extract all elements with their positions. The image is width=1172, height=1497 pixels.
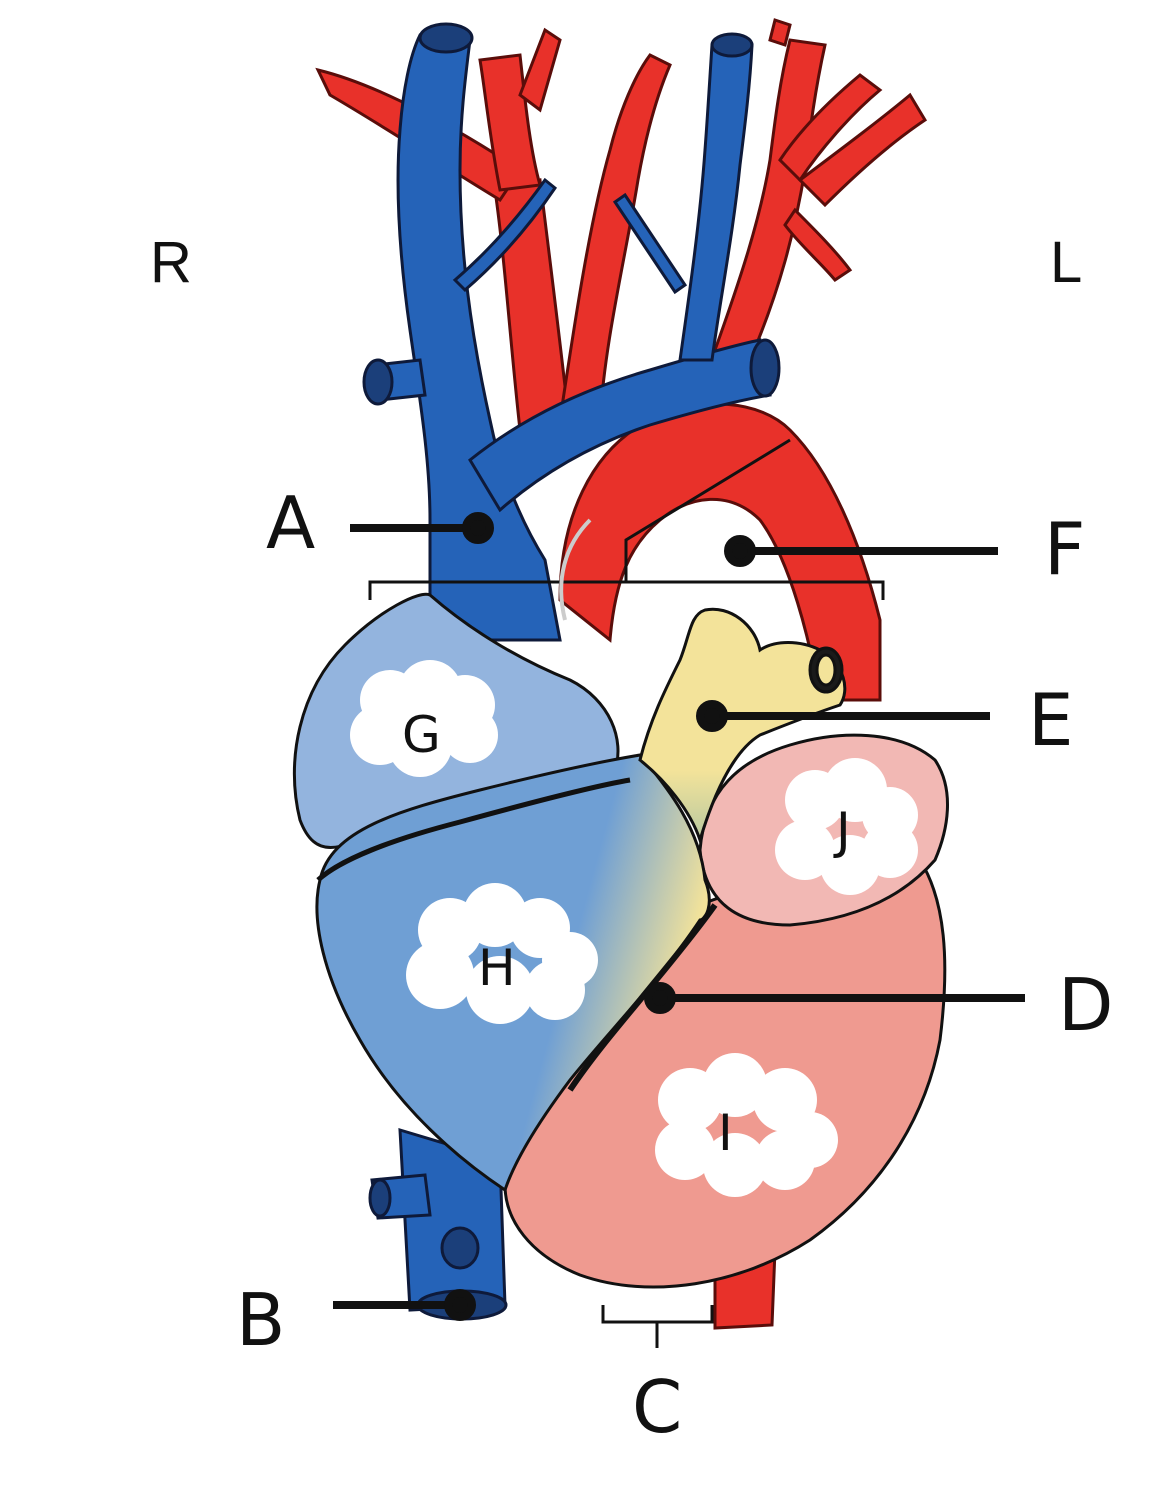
blot-i <box>655 1053 838 1197</box>
blot-h <box>406 883 598 1024</box>
interventricular-groove <box>567 903 718 1092</box>
jugular-opening-left <box>418 22 474 54</box>
label-e: E <box>1028 678 1074 762</box>
orientation-right: R <box>150 230 192 295</box>
label-c: C <box>632 1365 682 1449</box>
label-b: B <box>236 1278 285 1362</box>
leader-d-dot <box>644 982 676 1014</box>
right-carotid-branch <box>518 27 562 113</box>
label-h: H <box>478 939 516 997</box>
label-g: G <box>402 706 441 764</box>
left-subclavian-branch-3 <box>783 207 853 282</box>
blot-j <box>775 758 918 895</box>
hepatic-vein-opening <box>368 1178 392 1218</box>
label-blots <box>350 660 918 1197</box>
right-carotid-artery <box>478 53 542 192</box>
right-av-groove <box>316 777 631 882</box>
left-brachiocephalic-opening <box>749 338 781 398</box>
left-common-carotid-artery <box>558 53 672 422</box>
base-bracket-pointer <box>624 438 791 582</box>
label-i: I <box>718 1104 733 1162</box>
ivc-lower-opening <box>440 1226 480 1270</box>
grey-arc <box>559 518 592 621</box>
label-a: A <box>266 481 315 565</box>
vein-tributary-2 <box>612 192 688 295</box>
apex-bracket <box>601 1305 714 1324</box>
leader-e-dot <box>696 700 728 732</box>
left-jugular-opening <box>710 32 754 58</box>
blot-g <box>350 660 498 777</box>
leader-lines <box>333 512 1025 1321</box>
leader-f-dot <box>724 535 756 567</box>
left-subclavian-branch-1 <box>778 73 883 183</box>
leader-a-dot <box>462 512 494 544</box>
veins <box>362 22 781 1321</box>
left-subclavian-branch-2 <box>797 92 928 208</box>
leader-b-dot <box>444 1289 476 1321</box>
label-d: D <box>1058 963 1113 1047</box>
orientation-left: L <box>1050 230 1082 295</box>
arteries <box>315 18 928 1330</box>
label-j: J <box>833 802 851 860</box>
pulmonary-artery-opening-inner <box>815 653 837 687</box>
right-vein-stub-opening <box>362 358 394 406</box>
left-subclavian-branch-4 <box>768 18 792 47</box>
label-f: F <box>1044 507 1085 591</box>
left-subclavian-artery <box>713 38 827 362</box>
vein-tributary-1 <box>452 177 558 293</box>
